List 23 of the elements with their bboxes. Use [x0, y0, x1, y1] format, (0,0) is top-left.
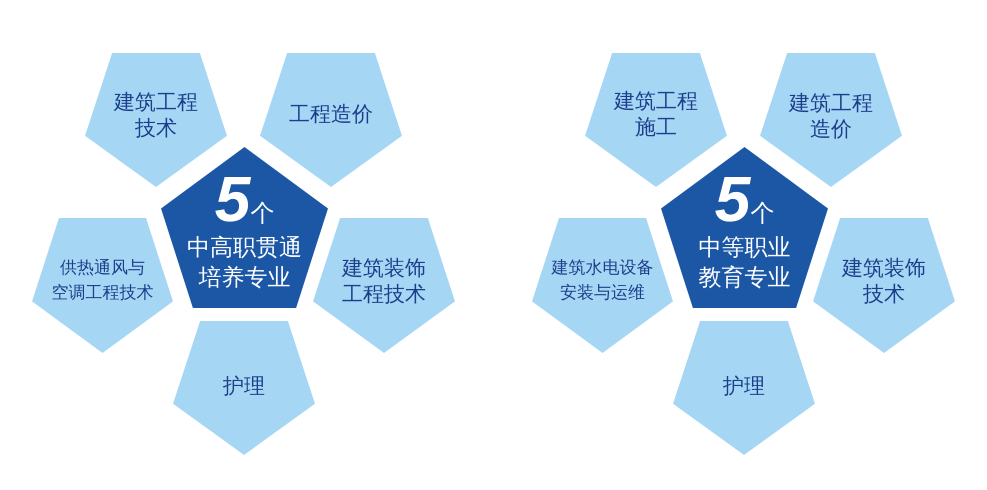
- pentagon-tile: [260, 53, 402, 187]
- pentagon-tile: [673, 321, 815, 455]
- specialty-label: 建筑工程技术: [112, 89, 199, 141]
- specialty-label: 建筑水电设备安装与运维: [550, 256, 654, 304]
- center-pentagon: [161, 147, 328, 308]
- pentagon-tile: [813, 218, 955, 353]
- count-heading: 5个: [214, 166, 274, 230]
- specialty-label: 建筑工程施工: [612, 88, 699, 140]
- pentagon-tile: [760, 53, 902, 187]
- specialty-label: 建筑装饰技术: [840, 254, 927, 306]
- specialty-label: 工程造价: [288, 101, 374, 127]
- pentagon-tile: [173, 321, 315, 455]
- pentagon-tile: [532, 218, 673, 353]
- specialty-label: 建筑工程造价: [788, 90, 874, 142]
- category-title: 中高职贯通培养专业: [186, 234, 303, 292]
- count-heading: 5个: [714, 166, 774, 230]
- specialty-label: 护理: [722, 373, 766, 399]
- specialty-label: 护理: [222, 373, 266, 399]
- center-pentagon: [661, 147, 828, 308]
- pentagon-tile: [313, 218, 455, 353]
- specialty-label: 建筑装饰工程技术: [340, 254, 427, 306]
- pentagon-tile: [32, 218, 173, 353]
- category-title: 中等职业教育专业: [698, 234, 792, 292]
